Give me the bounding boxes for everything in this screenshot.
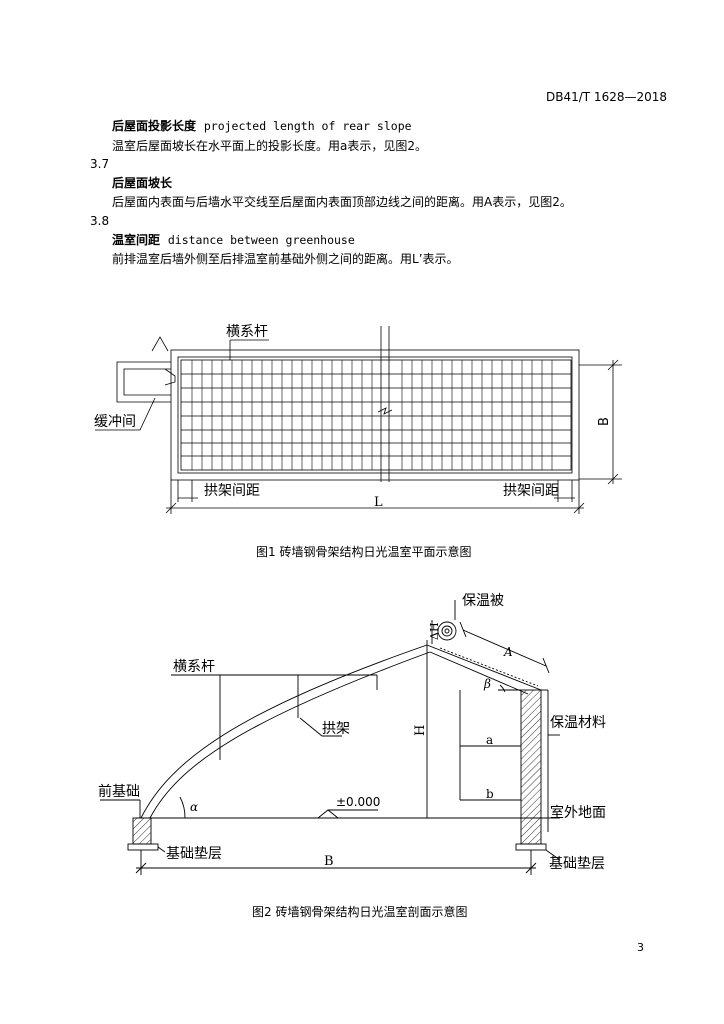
term-definition-3: 前排温室后墙外侧至后排温室前基础外侧之间的距离。用L’表示。	[112, 252, 459, 266]
rear-roof	[426, 644, 542, 691]
rear-slope-length-label: A	[503, 645, 513, 659]
rear-wall	[520, 689, 542, 845]
arch-spacing-label-left: 拱架间距	[204, 483, 260, 499]
arch-spacing-label-right: 拱架间距	[503, 483, 559, 499]
figure1-caption: 图1 砖墙钢骨架结构日光温室平面示意图	[256, 545, 472, 559]
term-definition-2: 后屋面内表面与后墙水平交线至后屋面内表面顶部边线之间的距离。用A表示，见图2。	[112, 195, 572, 209]
page-number: 3	[637, 941, 644, 954]
height-dimension-label: H	[413, 725, 428, 736]
term-heading-2: 后屋面坡长	[112, 176, 173, 190]
angle-alpha-label: α	[190, 800, 198, 814]
front-foundation	[132, 817, 152, 845]
foundation-pad-label-right: 基础垫层	[549, 855, 605, 872]
elevation-label: ±0.000	[336, 795, 380, 809]
angle-beta-label: β	[483, 677, 491, 691]
term-definition-1: 温室后屋面坡长在水平面上的投影长度。用a表示，见图2。	[112, 139, 427, 153]
buffer-room-label: 缓冲间	[94, 414, 136, 430]
section-number: 3.8	[90, 214, 110, 228]
greenhouse-outline	[170, 349, 580, 481]
term-heading-3: 温室间距 distance between greenhouse	[112, 233, 355, 247]
tie-bar-label: 横系杆	[173, 659, 215, 675]
foundation-pad-label-left: 基础垫层	[166, 845, 222, 862]
front-foundation-label: 前基础	[98, 783, 140, 800]
figure2-caption: 图2 砖墙钢骨架结构日光温室剖面示意图	[252, 905, 468, 919]
term-heading-1: 后屋面投影长度 projected length of rear slope	[112, 119, 412, 133]
insulation-material-label: 保温材料	[550, 715, 606, 731]
length-dimension-label: L	[374, 495, 383, 510]
outdoor-ground-label: 室外地面	[550, 804, 606, 821]
span-dimension-label: B	[324, 854, 334, 869]
arch-frame	[140, 644, 428, 819]
term-cn: 温室间距	[112, 233, 161, 247]
document-code: DB41/T 1628—2018	[546, 90, 668, 104]
arch-label: 拱架	[322, 721, 350, 737]
delta-height-label: ΔH	[428, 622, 441, 640]
buffer-room	[116, 361, 171, 403]
term-en: projected length of rear slope	[203, 119, 412, 133]
insulation-quilt-roll	[437, 621, 457, 641]
projected-length-label: a	[486, 733, 493, 747]
width-dimension-label: B	[597, 417, 612, 426]
section-number: 3.7	[90, 157, 110, 171]
dimension-b-label: b	[486, 787, 494, 801]
term-cn: 后屋面投影长度	[112, 119, 197, 133]
quilt-label: 保温被	[462, 593, 504, 609]
term-en: distance between greenhouse	[167, 233, 355, 247]
arch-frame-lines	[191, 360, 553, 470]
tie-bar-label: 横系杆	[226, 324, 268, 340]
